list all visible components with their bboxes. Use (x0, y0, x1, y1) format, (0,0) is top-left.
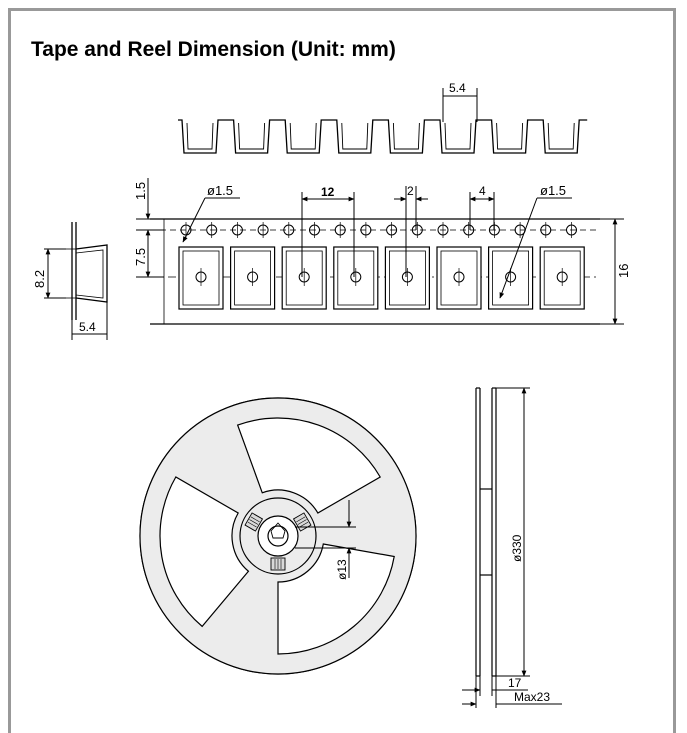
dim-label-pocket-pitch: 12 (321, 185, 335, 199)
dim-hole-offset (394, 186, 428, 277)
dim-label-reel-width-max: Max23 (514, 690, 550, 704)
dim-label-pocket-depth-side: 8.2 (32, 270, 47, 288)
tape-pockets (178, 246, 585, 310)
pocket-inner-outline (440, 250, 478, 306)
dim-pocket-pitch-top (442, 88, 478, 122)
dim-pocket-depth-side (44, 248, 66, 299)
dim-sprocket-dia-left (182, 197, 240, 243)
dim-tape-width (600, 218, 624, 325)
pocket-inner-outline (492, 250, 530, 306)
dim-pocket-pitch (301, 192, 355, 277)
frame-border (8, 8, 676, 733)
reel-drive-key (270, 522, 286, 539)
pocket-strip-profile (178, 119, 588, 154)
hub-slot-rib (297, 519, 307, 525)
dim-label-hub-dia: ø13 (335, 559, 349, 580)
page-title: Tape and Reel Dimension (Unit: mm) (31, 38, 396, 61)
dim-label-hole-offset: 2 (407, 184, 414, 198)
hub-slot-rib (299, 521, 309, 528)
pocket-section-view (178, 119, 588, 154)
dim-label-sprocket-dia-left: ø1.5 (207, 183, 233, 198)
dim-reel-dia (496, 387, 530, 677)
dim-label-pocket-width-side: 5.4 (79, 320, 96, 334)
dim-label-sprocket-dia-right: ø1.5 (540, 183, 566, 198)
dim-label-hole-to-edge: 1.5 (133, 182, 148, 200)
dim-label-pocket-pitch-top: 5.4 (449, 81, 466, 95)
pocket-inner-outline (388, 250, 426, 306)
pocket-inner-outline (285, 250, 323, 306)
dim-label-edge-to-center: 7.5 (133, 248, 148, 266)
dim-pocket-width-side (71, 302, 108, 340)
dim-label-reel-dia: ø330 (510, 534, 524, 562)
dim-label-sprocket-pitch: 4 (479, 184, 486, 198)
hub-slot-rib (250, 516, 260, 523)
dim-edge-offsets (136, 178, 164, 278)
pocket-inner-outline (543, 250, 581, 306)
reel-side-view (475, 387, 497, 677)
pocket-inner-outline (234, 250, 272, 306)
pocket-inner-outline (337, 250, 375, 306)
pocket-strip-inner-profile (186, 122, 575, 150)
dim-sprocket-dia-right (499, 197, 572, 299)
reel-arbor-hole (267, 525, 289, 547)
dim-sprocket-pitch (469, 192, 495, 230)
pocket-outline (436, 246, 482, 310)
hub-slot-rib (247, 521, 257, 528)
pocket-side-view (66, 222, 108, 320)
hub-slot-rib (296, 516, 306, 523)
dim-hub-dia (295, 500, 356, 578)
pocket-outline (488, 246, 534, 310)
dim-reel-width (462, 676, 562, 708)
dim-label-reel-width: 17 (508, 676, 522, 690)
dim-label-tape-width: 16 (616, 264, 631, 278)
pocket-inner-outline (182, 250, 220, 306)
reel-front-view (139, 397, 417, 675)
hub-slot-rib (249, 519, 259, 525)
